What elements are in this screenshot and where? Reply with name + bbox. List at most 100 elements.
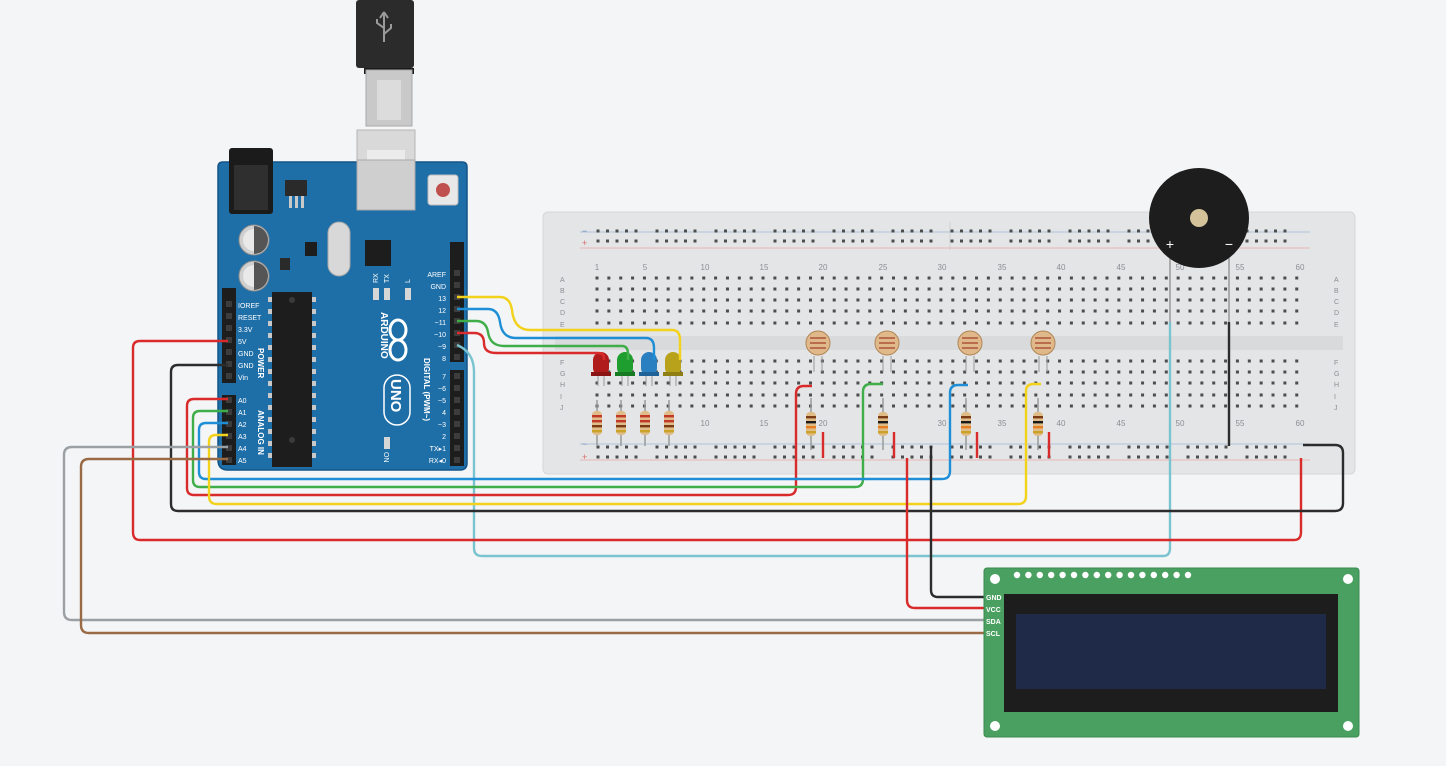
digital-label: DIGITAL (PWM~) xyxy=(422,358,431,421)
resistor-ldr-4[interactable] xyxy=(1033,398,1043,450)
resistor-led-green[interactable] xyxy=(616,400,626,446)
svg-text:SDA: SDA xyxy=(986,619,1001,626)
svg-text:45: 45 xyxy=(1117,263,1126,272)
svg-text:20: 20 xyxy=(819,419,828,428)
svg-text:30: 30 xyxy=(938,419,947,428)
svg-text:10: 10 xyxy=(701,419,710,428)
rx-led-label: RX xyxy=(373,273,380,283)
svg-text:5: 5 xyxy=(643,263,648,272)
svg-text:25: 25 xyxy=(879,263,888,272)
photoresistor-4[interactable] xyxy=(1030,330,1056,372)
arduino-model: UNO xyxy=(387,379,404,413)
svg-text:2: 2 xyxy=(442,434,446,441)
svg-text:D: D xyxy=(1334,310,1339,317)
svg-text:A3: A3 xyxy=(238,434,247,441)
svg-text:B: B xyxy=(1334,288,1339,295)
svg-text:H: H xyxy=(560,382,565,389)
resistor-ldr-2[interactable] xyxy=(878,398,888,450)
resistor-led-yellow[interactable] xyxy=(664,400,674,446)
wire-lcd-gnd xyxy=(929,446,985,599)
svg-text:SCL: SCL xyxy=(986,631,1001,638)
svg-text:4: 4 xyxy=(442,410,446,417)
svg-text:IOREF: IOREF xyxy=(238,303,259,310)
svg-text:E: E xyxy=(560,322,565,329)
usb-icon xyxy=(376,11,392,42)
wire-a1-green xyxy=(191,382,883,489)
svg-text:A0: A0 xyxy=(238,398,247,405)
led-yellow[interactable] xyxy=(663,352,683,386)
chip-legs xyxy=(268,297,316,458)
wire-d12-blue xyxy=(457,307,656,360)
resistor-led-red[interactable] xyxy=(592,400,602,446)
rail-plus-top: + xyxy=(582,238,587,248)
arduino-uno-board[interactable]: RX TX L ARDUINO UNO ON IOREF RESET 3.3V … xyxy=(217,148,468,471)
svg-text:A: A xyxy=(560,277,565,284)
power-pin-labels: IOREF RESET 3.3V 5V GND GND Vin xyxy=(238,303,262,382)
svg-text:~11: ~11 xyxy=(435,320,446,327)
arduino-logo xyxy=(388,318,408,362)
lcd-i2c-display[interactable]: GND VCC SDA SCL xyxy=(983,567,1360,738)
digital-top-pin-labels: AREF GND 13 12 ~11 ~10 ~9 8 xyxy=(427,272,446,363)
svg-text:~10: ~10 xyxy=(434,332,446,339)
photoresistor-3[interactable] xyxy=(957,330,983,372)
wire-a3-yellow xyxy=(207,382,1041,506)
svg-text:60: 60 xyxy=(1296,419,1305,428)
svg-text:55: 55 xyxy=(1236,263,1245,272)
analog-label: ANALOG IN xyxy=(256,410,265,455)
svg-text:G: G xyxy=(560,371,565,378)
svg-text:40: 40 xyxy=(1057,419,1066,428)
svg-text:A1: A1 xyxy=(238,410,247,417)
svg-text:8: 8 xyxy=(442,356,446,363)
svg-text:30: 30 xyxy=(938,263,947,272)
on-led-label: ON xyxy=(382,452,389,463)
resistor-ldr-1[interactable] xyxy=(806,398,816,450)
wire-a0-red xyxy=(185,384,812,497)
svg-text:12: 12 xyxy=(438,308,446,315)
svg-text:C: C xyxy=(1334,299,1339,306)
svg-text:G: G xyxy=(1334,371,1339,378)
photoresistor-1[interactable] xyxy=(805,330,831,372)
wire-a2-blue xyxy=(197,383,968,481)
svg-text:A4: A4 xyxy=(238,446,247,453)
wire-a5-brown-scl xyxy=(79,457,985,635)
lcd-header-pins xyxy=(1013,571,1192,579)
svg-text:7: 7 xyxy=(442,374,446,381)
svg-text:I: I xyxy=(1334,394,1336,401)
svg-text:RESET: RESET xyxy=(238,315,262,322)
arduino-brand: ARDUINO xyxy=(378,312,389,359)
svg-text:55: 55 xyxy=(1236,419,1245,428)
svg-text:~3: ~3 xyxy=(438,422,446,429)
resistor-led-blue[interactable] xyxy=(640,400,650,446)
photoresistor-2[interactable] xyxy=(874,330,900,372)
svg-text:C: C xyxy=(560,299,565,306)
svg-text:H: H xyxy=(1334,382,1339,389)
svg-text:50: 50 xyxy=(1176,419,1185,428)
piezo-buzzer[interactable]: + − xyxy=(1149,168,1249,322)
tx-led-label: TX xyxy=(384,274,391,283)
svg-text:40: 40 xyxy=(1057,263,1066,272)
rail-plus-bottom: + xyxy=(582,452,587,462)
svg-text:~6: ~6 xyxy=(438,386,446,393)
resistor-ldr-3[interactable] xyxy=(961,398,971,450)
svg-text:35: 35 xyxy=(998,263,1007,272)
power-header-holes xyxy=(226,301,232,379)
rail-minus-bottom: − xyxy=(582,439,587,449)
svg-text:RX◂0: RX◂0 xyxy=(429,458,446,465)
wires[interactable] xyxy=(62,295,1345,635)
buzzer-minus-label: − xyxy=(1225,236,1233,252)
digital-bottom-pin-labels: 7 ~6 ~5 4 ~3 2 TX▸1 RX◂0 xyxy=(429,374,446,465)
svg-text:13: 13 xyxy=(438,296,446,303)
wire-lcd-vcc xyxy=(905,458,985,610)
svg-text:I: I xyxy=(560,394,562,401)
svg-text:20: 20 xyxy=(819,263,828,272)
digital-bottom-holes xyxy=(454,373,460,463)
buzzer-plus-label: + xyxy=(1166,236,1174,252)
lcd-screen xyxy=(1016,614,1326,689)
wire-gnd-black xyxy=(169,363,1345,513)
svg-text:1: 1 xyxy=(595,263,600,272)
wire-d11-green xyxy=(457,319,630,360)
lcd-pin-labels: GND VCC SDA SCL xyxy=(986,595,1002,638)
wire-5v-red xyxy=(131,339,1303,542)
wire-d9-lightblue-buzzer xyxy=(456,322,1172,558)
svg-text:~5: ~5 xyxy=(438,398,446,405)
